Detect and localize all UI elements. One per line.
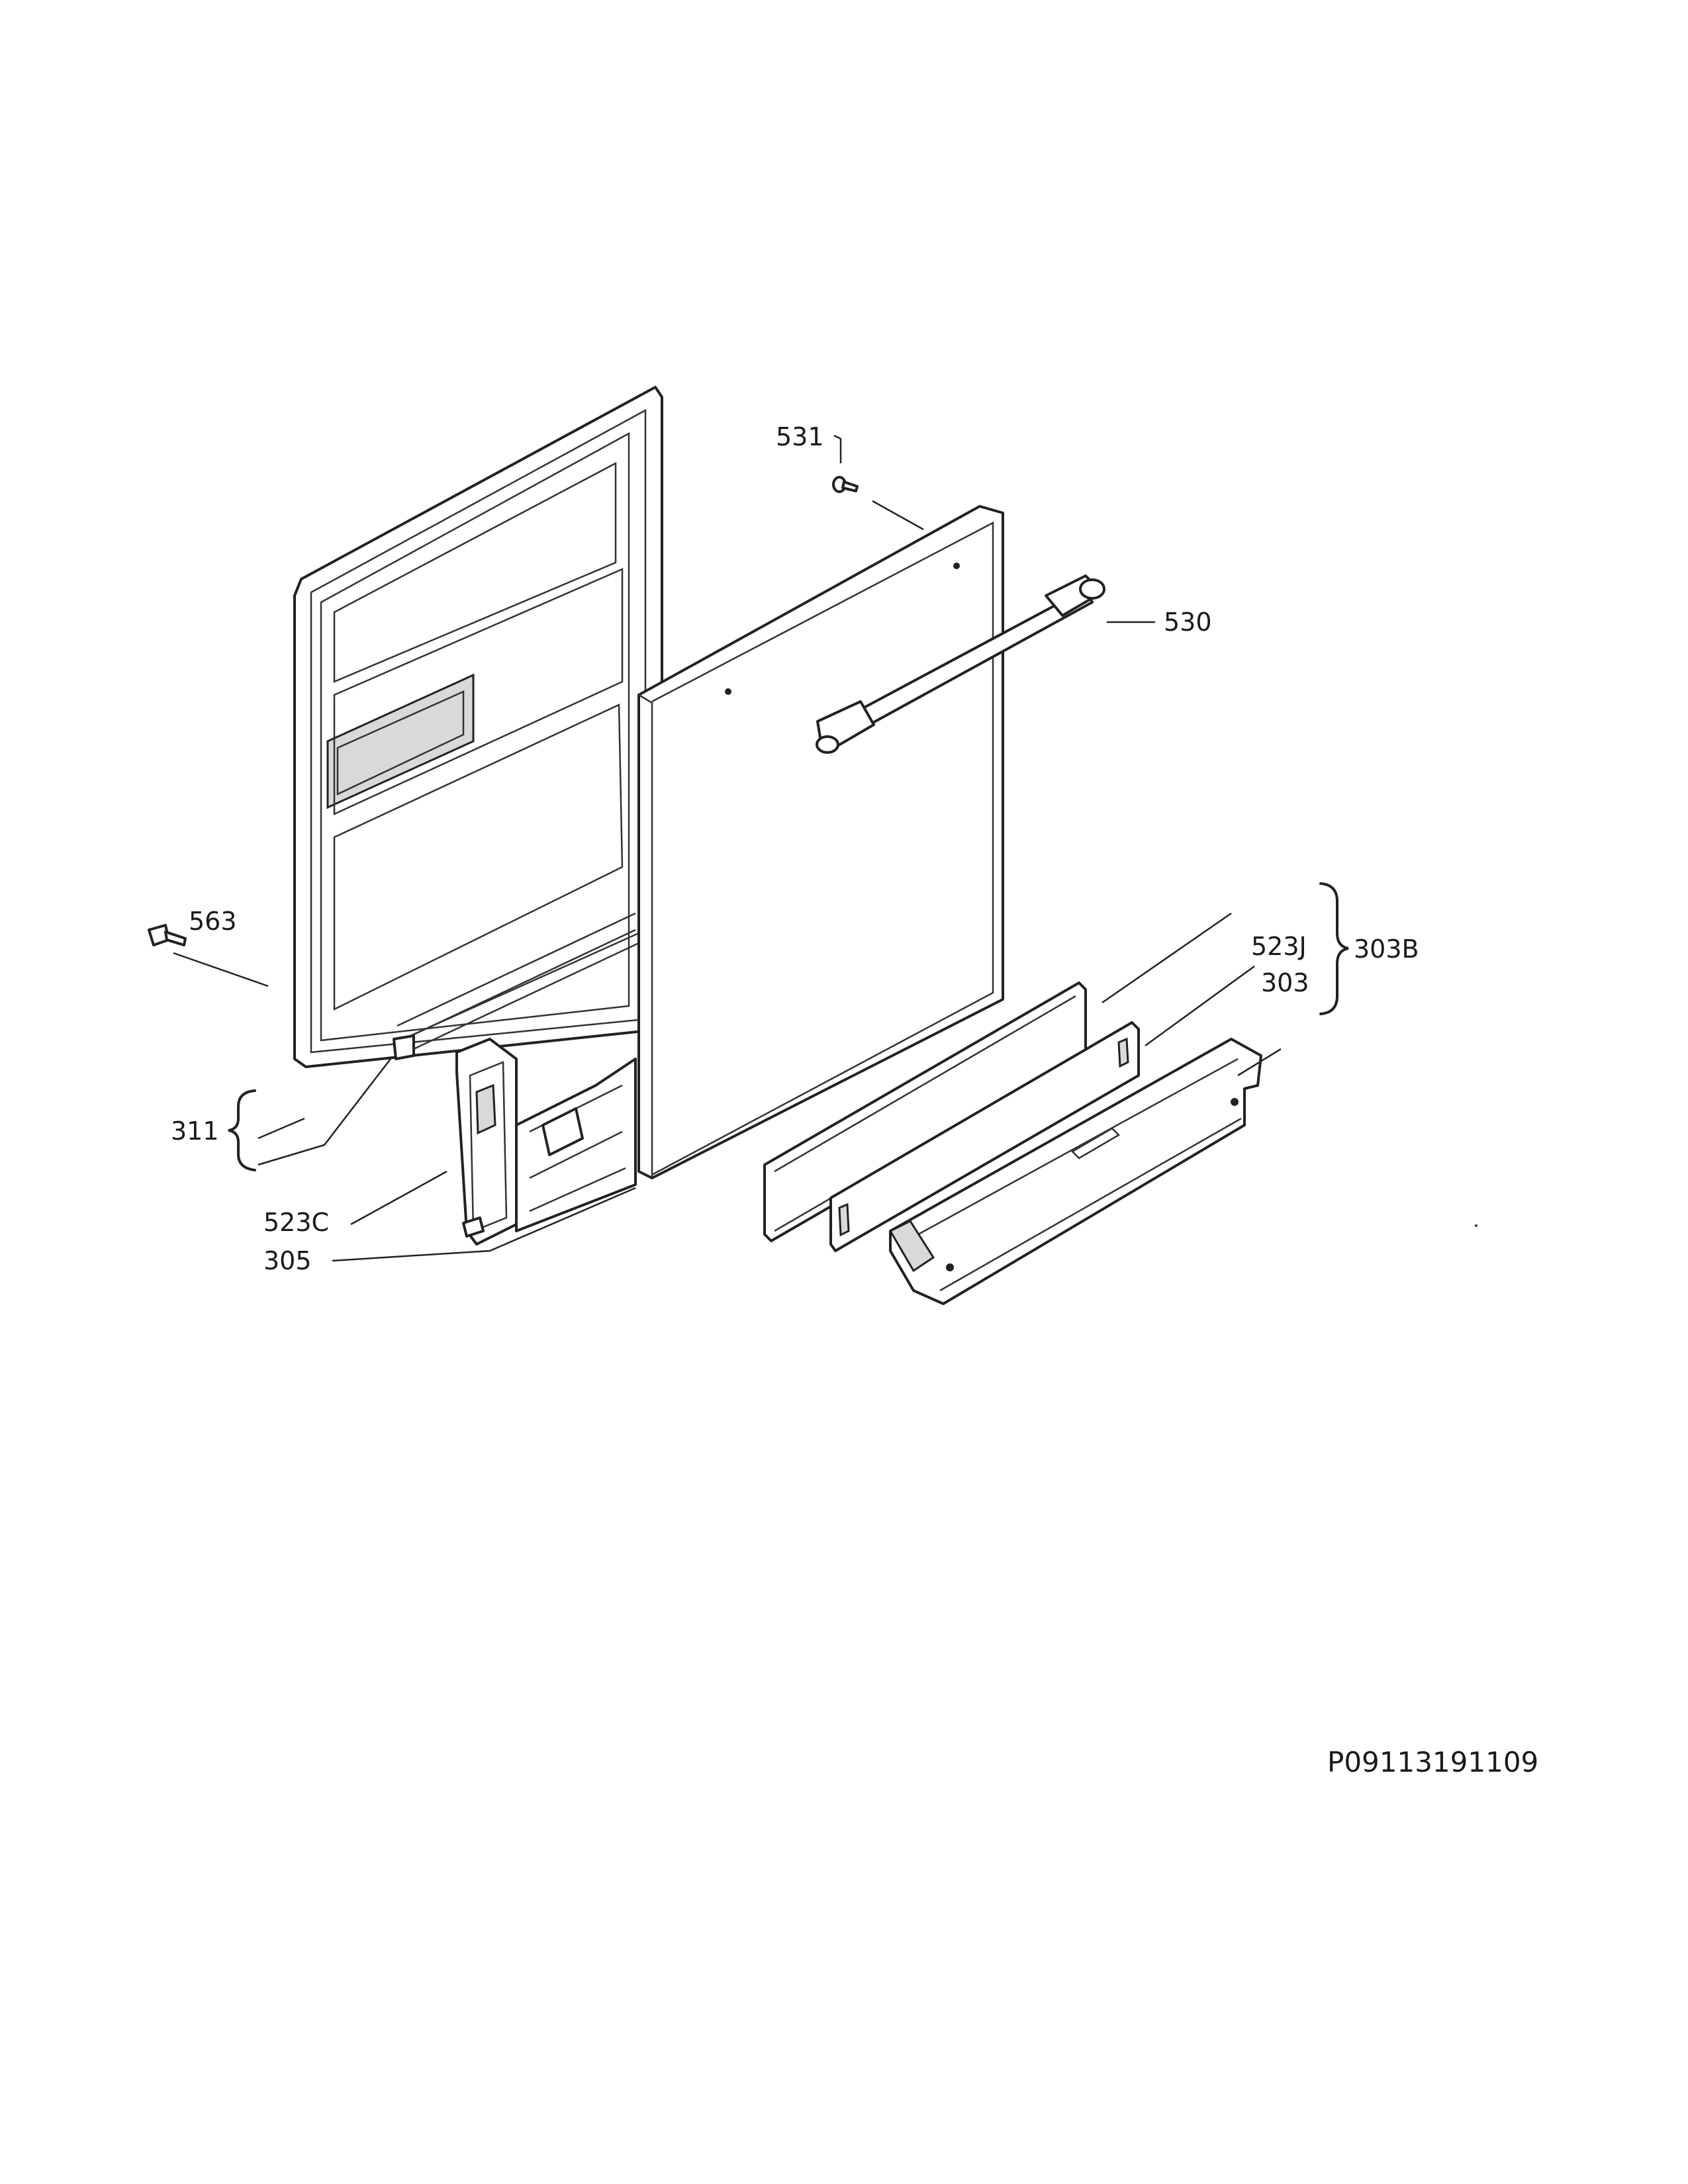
diagram-reference-number: P09113191109 [1327,1746,1538,1778]
label-303: 303 [1261,968,1309,997]
group-brace-311 [228,1089,256,1171]
hinge-bracket [455,1038,637,1246]
label-303B: 303B [1354,934,1419,964]
label-305: 305 [263,1246,312,1275]
kickplate [763,981,1140,1252]
plinth-support [888,1038,1262,1305]
label-563: 563 [189,907,237,936]
inner-door-panel [293,386,663,1068]
stray-dot [1475,1224,1477,1227]
door-handle [816,574,1105,754]
group-brace-303B [1319,882,1349,1015]
label-531: 531 [776,422,824,451]
label-523C: 523C [263,1208,329,1237]
leader-lines [173,434,1282,1262]
screw-563 [148,924,187,946]
front-door-panel [637,505,1004,1179]
screw-531 [832,476,859,493]
label-311: 311 [171,1116,219,1146]
label-530: 530 [1164,608,1212,637]
label-523J: 523J [1251,932,1307,961]
